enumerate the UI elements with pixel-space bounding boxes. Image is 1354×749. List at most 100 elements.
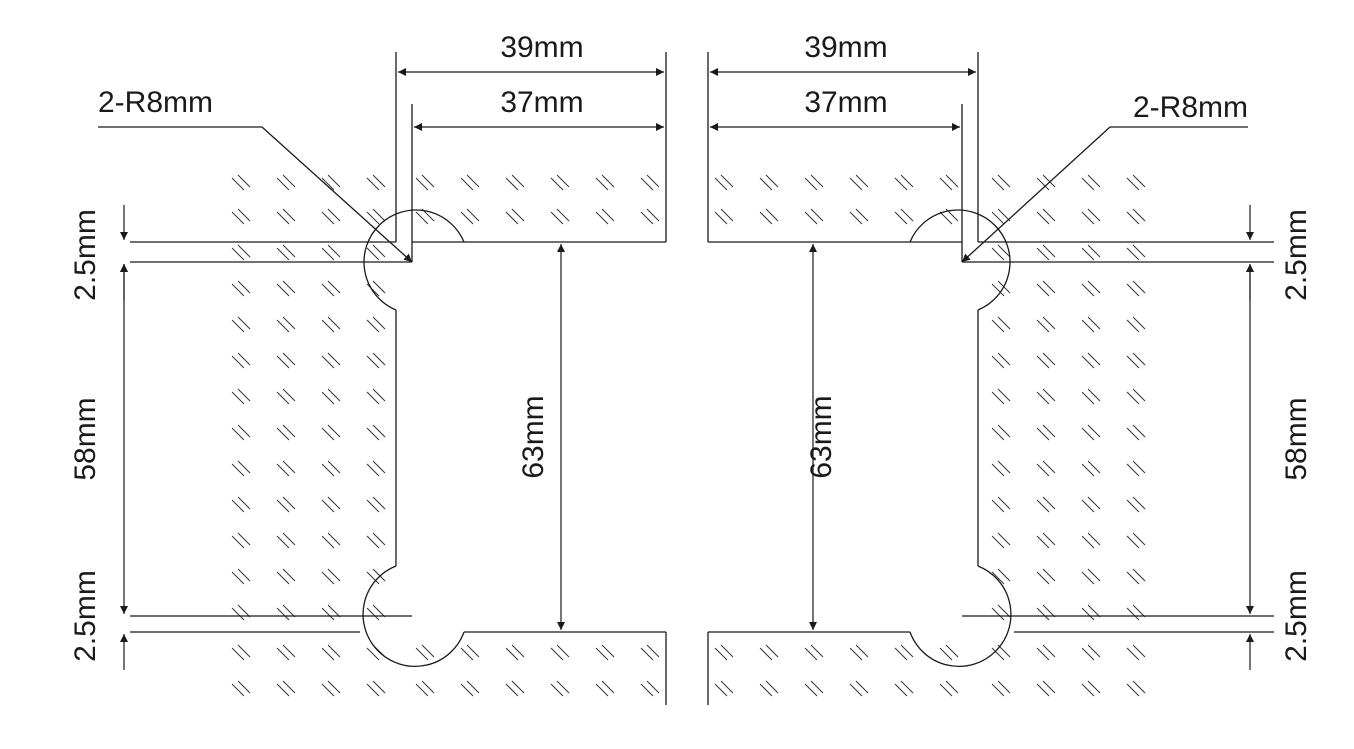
hatch-mark xyxy=(366,568,386,585)
left-bottom-step-label: 2.5mm xyxy=(69,570,102,662)
hatch-mark xyxy=(366,174,386,191)
hatch-mark xyxy=(460,680,480,697)
hatch-mark xyxy=(276,244,296,261)
hatch-mark xyxy=(804,174,824,191)
hatch-mark xyxy=(1126,316,1146,333)
hatch-mark xyxy=(1081,352,1101,369)
hatch-mark xyxy=(1126,604,1146,621)
hatch-mark xyxy=(759,208,779,225)
left-total-height-label: 63mm xyxy=(517,395,550,478)
hatch-mark xyxy=(1081,424,1101,441)
hatch-mark xyxy=(1081,496,1101,513)
hatch-mark xyxy=(759,680,779,697)
hatch-mark xyxy=(231,496,251,513)
hatch-mark xyxy=(415,644,435,661)
hatch-mark xyxy=(849,208,869,225)
hatch-mark xyxy=(1081,388,1101,405)
hatch-mark xyxy=(276,604,296,621)
hatch-mark xyxy=(1126,244,1146,261)
left-part-outline xyxy=(98,52,667,705)
hatch-right xyxy=(714,174,1146,697)
hatch-mark xyxy=(231,316,251,333)
hatch-mark xyxy=(1126,680,1146,697)
hatch-mark xyxy=(849,680,869,697)
hatch-mark xyxy=(1036,460,1056,477)
hatch-mark xyxy=(321,352,341,369)
hatch-mark xyxy=(939,680,959,697)
hatch-mark xyxy=(1126,280,1146,297)
hatch-mark xyxy=(804,644,824,661)
hatch-mark xyxy=(894,644,914,661)
hatch-mark xyxy=(991,604,1011,621)
hatch-mark xyxy=(714,208,734,225)
hatch-mark xyxy=(321,568,341,585)
right-total-height-label: 63mm xyxy=(805,395,838,478)
right-dimensions xyxy=(710,68,1254,670)
hatch-mark xyxy=(991,568,1011,585)
hatch-mark xyxy=(1126,568,1146,585)
hatch-mark xyxy=(1036,316,1056,333)
hatch-mark xyxy=(505,680,525,697)
hatch-mark xyxy=(415,680,435,697)
hatch-mark xyxy=(321,208,341,225)
hatch-mark xyxy=(231,680,251,697)
hatch-mark xyxy=(1036,280,1056,297)
hatch-mark xyxy=(231,208,251,225)
hatch-mark xyxy=(366,604,386,621)
hatch-mark xyxy=(894,174,914,191)
hatch-mark xyxy=(1036,680,1056,697)
hatch-mark xyxy=(991,174,1011,191)
hatch-mark xyxy=(1081,568,1101,585)
hatch-mark xyxy=(894,680,914,697)
hatch-mark xyxy=(366,316,386,333)
right-corner-radius-label: 2-R8mm xyxy=(1133,91,1248,124)
hatch-mark xyxy=(231,244,251,261)
hatch-mark xyxy=(321,316,341,333)
right-inner-width-label: 37mm xyxy=(804,86,887,119)
hatch-mark xyxy=(991,208,1011,225)
hatch-mark xyxy=(894,208,914,225)
hatch-mark xyxy=(1036,208,1056,225)
hatch-mark xyxy=(1036,388,1056,405)
hatch-mark xyxy=(1126,424,1146,441)
hatch-mark xyxy=(231,388,251,405)
hatch-mark xyxy=(1126,174,1146,191)
hatch-mark xyxy=(550,680,570,697)
hatch-mark xyxy=(1126,388,1146,405)
hatch-mark xyxy=(1126,208,1146,225)
hatch-mark xyxy=(276,460,296,477)
hatch-mark xyxy=(640,680,660,697)
hatch-mark xyxy=(366,496,386,513)
left-overall-width-label: 39mm xyxy=(500,31,583,64)
hatch-mark xyxy=(276,680,296,697)
hatch-mark xyxy=(321,388,341,405)
hatch-mark xyxy=(1036,644,1056,661)
hatch-mark xyxy=(276,388,296,405)
hatch-mark xyxy=(550,174,570,191)
hatch-mark xyxy=(321,280,341,297)
hatch-mark xyxy=(276,316,296,333)
hatch-mark xyxy=(321,496,341,513)
hatch-mark xyxy=(321,680,341,697)
right-top-step-label: 2.5mm xyxy=(1280,209,1313,301)
hatch-mark xyxy=(321,244,341,261)
hatch-mark xyxy=(460,208,480,225)
hatch-mark xyxy=(321,532,341,549)
right-middle-height-label: 58mm xyxy=(1280,397,1313,480)
hatch-mark xyxy=(991,388,1011,405)
hatch-mark xyxy=(991,280,1011,297)
hatch-mark xyxy=(231,568,251,585)
hatch-mark xyxy=(321,604,341,621)
hatch-mark xyxy=(1081,316,1101,333)
hatch-mark xyxy=(1036,352,1056,369)
hatch-left xyxy=(231,174,660,697)
hatch-mark xyxy=(231,424,251,441)
hatch-mark xyxy=(991,460,1011,477)
hatch-mark xyxy=(366,460,386,477)
right-overall-width-label: 39mm xyxy=(804,31,887,64)
hatch-mark xyxy=(1081,280,1101,297)
hatch-mark xyxy=(321,174,341,191)
hatch-mark xyxy=(714,680,734,697)
hatch-mark xyxy=(231,604,251,621)
